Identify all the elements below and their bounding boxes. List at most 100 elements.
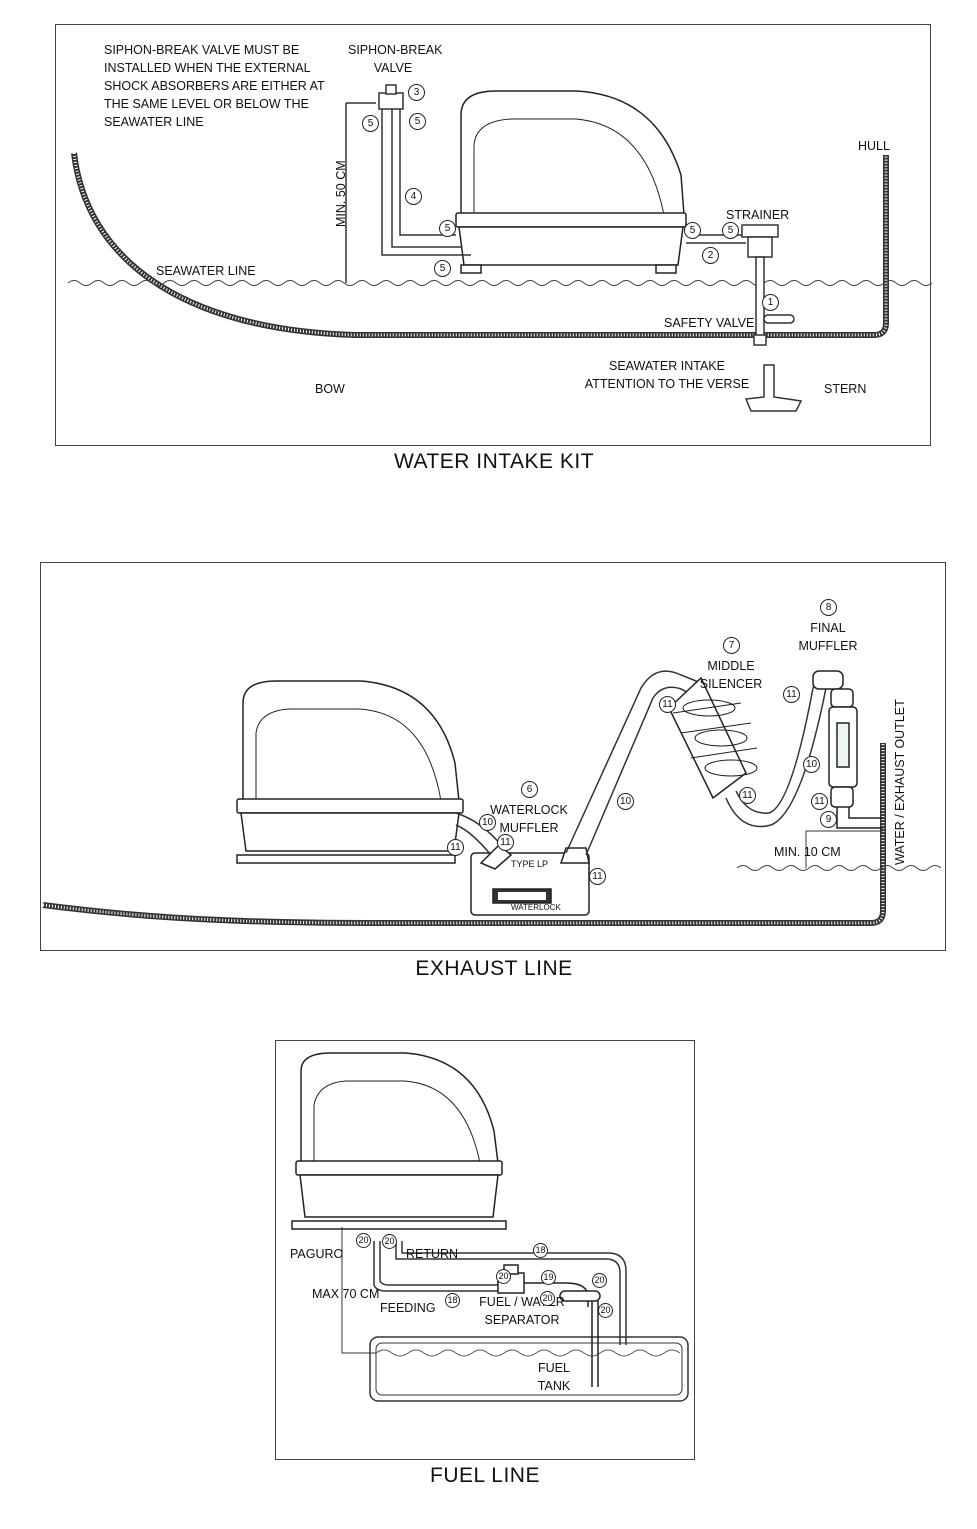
strainer-label: STRAINER [726,208,790,222]
fuel-separator [497,1264,601,1387]
waterlock-line-2: MUFFLER [499,821,559,835]
callout-18-a: 18 [533,1243,548,1258]
siphon-label-2: VALVE [373,61,413,75]
water-intake-drawing [67,84,932,412]
feeding-label: FEEDING [380,1301,436,1315]
callout-20-b: 20 [382,1234,397,1249]
siphon-note: SIPHON-BREAK VALVE MUST BE INSTALLED WHE… [104,41,325,131]
callout-11-f: 11 [783,686,800,703]
waterlock-num-wrap: 6 [489,781,569,801]
callout-3: 3 [408,84,425,101]
muffler-type-label: TYPE LP [511,859,549,869]
final-muffler [812,670,883,829]
riser-hose [565,670,702,854]
callout-4: 4 [405,188,422,205]
siphon-break-label: SIPHON-BREAK VALVE [348,41,443,77]
note-line-5: SEAWATER LINE [104,115,204,129]
exhaust-generator [236,680,464,864]
callout-20-f: 20 [598,1303,613,1318]
hull-label: HULL [858,139,890,153]
exhaust-panel: 8 FINAL MUFFLER 7 MIDDLE SILENCER 6 WATE… [40,562,946,951]
siphon-label-1: SIPHON-BREAK [348,43,443,57]
return-label: RETURN [406,1247,459,1261]
separator-line-1: FUEL / WATER [479,1295,565,1309]
safety-valve-label: SAFETY VALVE [664,316,755,330]
siphon-piping [345,84,746,283]
callout-5a: 5 [362,115,379,132]
waterlock-label: 6 WATERLOCK MUFFLER [489,781,569,837]
muffler-brand-label: WATERLOCK [511,903,561,912]
generator-unit [455,90,687,274]
seawater-waves [67,280,932,286]
callout-2: 2 [702,247,719,264]
callout-11-e: 11 [739,787,756,804]
middle-line-1: MIDDLE [707,659,755,673]
fuel-drawing [291,1052,689,1402]
tank-line-1: FUEL [538,1361,570,1375]
separator-label: FUEL / WATER SEPARATOR [472,1293,572,1329]
tank-label: FUEL TANK [524,1359,584,1395]
seawater-line-label: SEAWATER LINE [156,264,256,278]
callout-11-c: 11 [589,868,606,885]
final-num-wrap: 8 [793,599,863,619]
intake-line-2: ATTENTION TO THE VERSE [584,377,750,391]
strainer-assembly [741,224,803,412]
callout-7: 7 [723,637,740,654]
water-intake-caption: WATER INTAKE KIT [393,450,595,473]
exhaust-hull [42,743,886,926]
middle-silencer [668,676,758,800]
note-line-2: INSTALLED WHEN THE EXTERNAL [104,61,311,75]
waterlock-line-1: WATERLOCK [490,803,568,817]
outlet-label: WATER / EXHAUST OUTLET [893,699,907,865]
callout-5c: 5 [439,220,456,237]
callout-11-a: 11 [447,839,464,856]
fuel-panel: PAGURO RETURN MAX 70 CM FEEDING FUEL / W… [275,1040,695,1460]
callout-10-a: 10 [479,814,496,831]
fuel-generator [291,1052,507,1230]
stern-label: STERN [824,382,867,396]
feeding-line [373,1241,498,1292]
final-muffler-label: 8 FINAL MUFFLER [793,599,863,655]
callout-10-c: 10 [803,756,820,773]
callout-11-b: 11 [497,834,514,851]
tank-line-2: TANK [537,1379,571,1393]
fuel-tank [369,1336,689,1402]
callout-19: 19 [541,1270,556,1285]
middle-silencer-label: 7 MIDDLE SILENCER [691,637,771,693]
return-line [395,1241,627,1345]
middle-num-wrap: 7 [691,637,771,657]
callout-5d: 5 [434,260,451,277]
callout-11-d: 11 [659,696,676,713]
exhaust-drawing [42,670,942,926]
callout-8: 8 [820,599,837,616]
callout-5e: 5 [684,222,701,239]
separator-line-2: SEPARATOR [484,1313,560,1327]
callout-20-c: 20 [496,1269,511,1284]
callout-20-e: 20 [540,1291,555,1306]
fuel-caption: FUEL LINE [430,1464,540,1487]
callout-18-b: 18 [445,1293,460,1308]
final-line-1: FINAL [810,621,846,635]
exhaust-caption: EXHAUST LINE [415,957,573,980]
callout-20-a: 20 [356,1233,371,1248]
note-line-4: THE SAME LEVEL OR BELOW THE [104,97,309,111]
min-10cm-label: MIN. 10 CM [774,845,841,859]
water-intake-panel: SIPHON-BREAK VALVE MUST BE INSTALLED WHE… [55,24,932,446]
callout-9: 9 [820,811,837,828]
seawater-intake-label: SEAWATER INTAKE ATTENTION TO THE VERSE [582,357,752,393]
callout-5f: 5 [722,222,739,239]
paguro-label: PAGURO [290,1247,344,1261]
final-line-2: MUFFLER [798,639,858,653]
callout-5b: 5 [409,113,426,130]
min-height-label: MIN. 50 CM [334,160,348,227]
note-line-3: SHOCK ABSORBERS ARE EITHER AT [104,79,325,93]
waterlock-muffler [470,843,590,916]
bow-label: BOW [315,382,345,396]
max-height-label: MAX 70 CM [312,1287,380,1301]
callout-6: 6 [521,781,538,798]
callout-11-g: 11 [811,793,828,810]
intake-line-1: SEAWATER INTAKE [609,359,725,373]
middle-line-2: SILENCER [699,677,763,691]
callout-20-d: 20 [592,1273,607,1288]
callout-1: 1 [762,294,779,311]
